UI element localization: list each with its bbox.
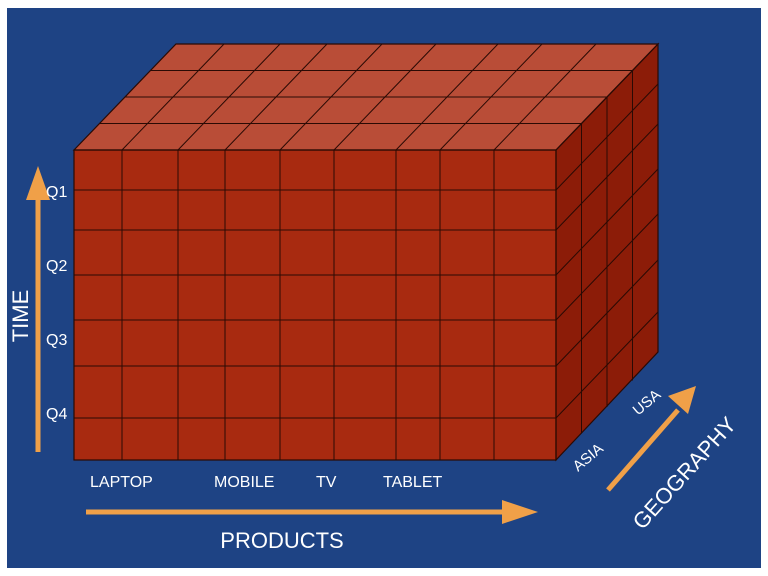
side-grid-horizontal-line (555, 311, 659, 419)
products-axis-title: PRODUCTS (220, 528, 343, 553)
cube-front-outline (73, 149, 557, 461)
time-label-q2: Q2 (46, 258, 67, 275)
cube-front-face (74, 150, 556, 460)
cube-side-grid (555, 70, 659, 434)
time-axis-title: TIME (8, 290, 33, 343)
geography-arrow (606, 386, 696, 492)
time-label-q3: Q3 (46, 332, 67, 349)
side-grid-horizontal-line (555, 213, 659, 321)
product-label-tv: TV (316, 474, 337, 491)
time-label-q4: Q4 (46, 406, 67, 423)
side-grid-horizontal-line (555, 123, 659, 231)
time-label-q1: Q1 (46, 184, 67, 201)
time-arrow (26, 166, 50, 452)
cube-front-grid (74, 150, 556, 460)
side-grid-horizontal-line (555, 168, 659, 276)
product-label-tablet: TABLET (383, 474, 443, 491)
products-arrow (86, 500, 538, 524)
product-label-laptop: LAPTOP (90, 474, 153, 491)
side-grid-horizontal-line (555, 83, 659, 191)
product-label-mobile: MOBILE (214, 474, 274, 491)
side-grid-horizontal-line (555, 259, 659, 367)
cube-top-grid (99, 43, 633, 151)
